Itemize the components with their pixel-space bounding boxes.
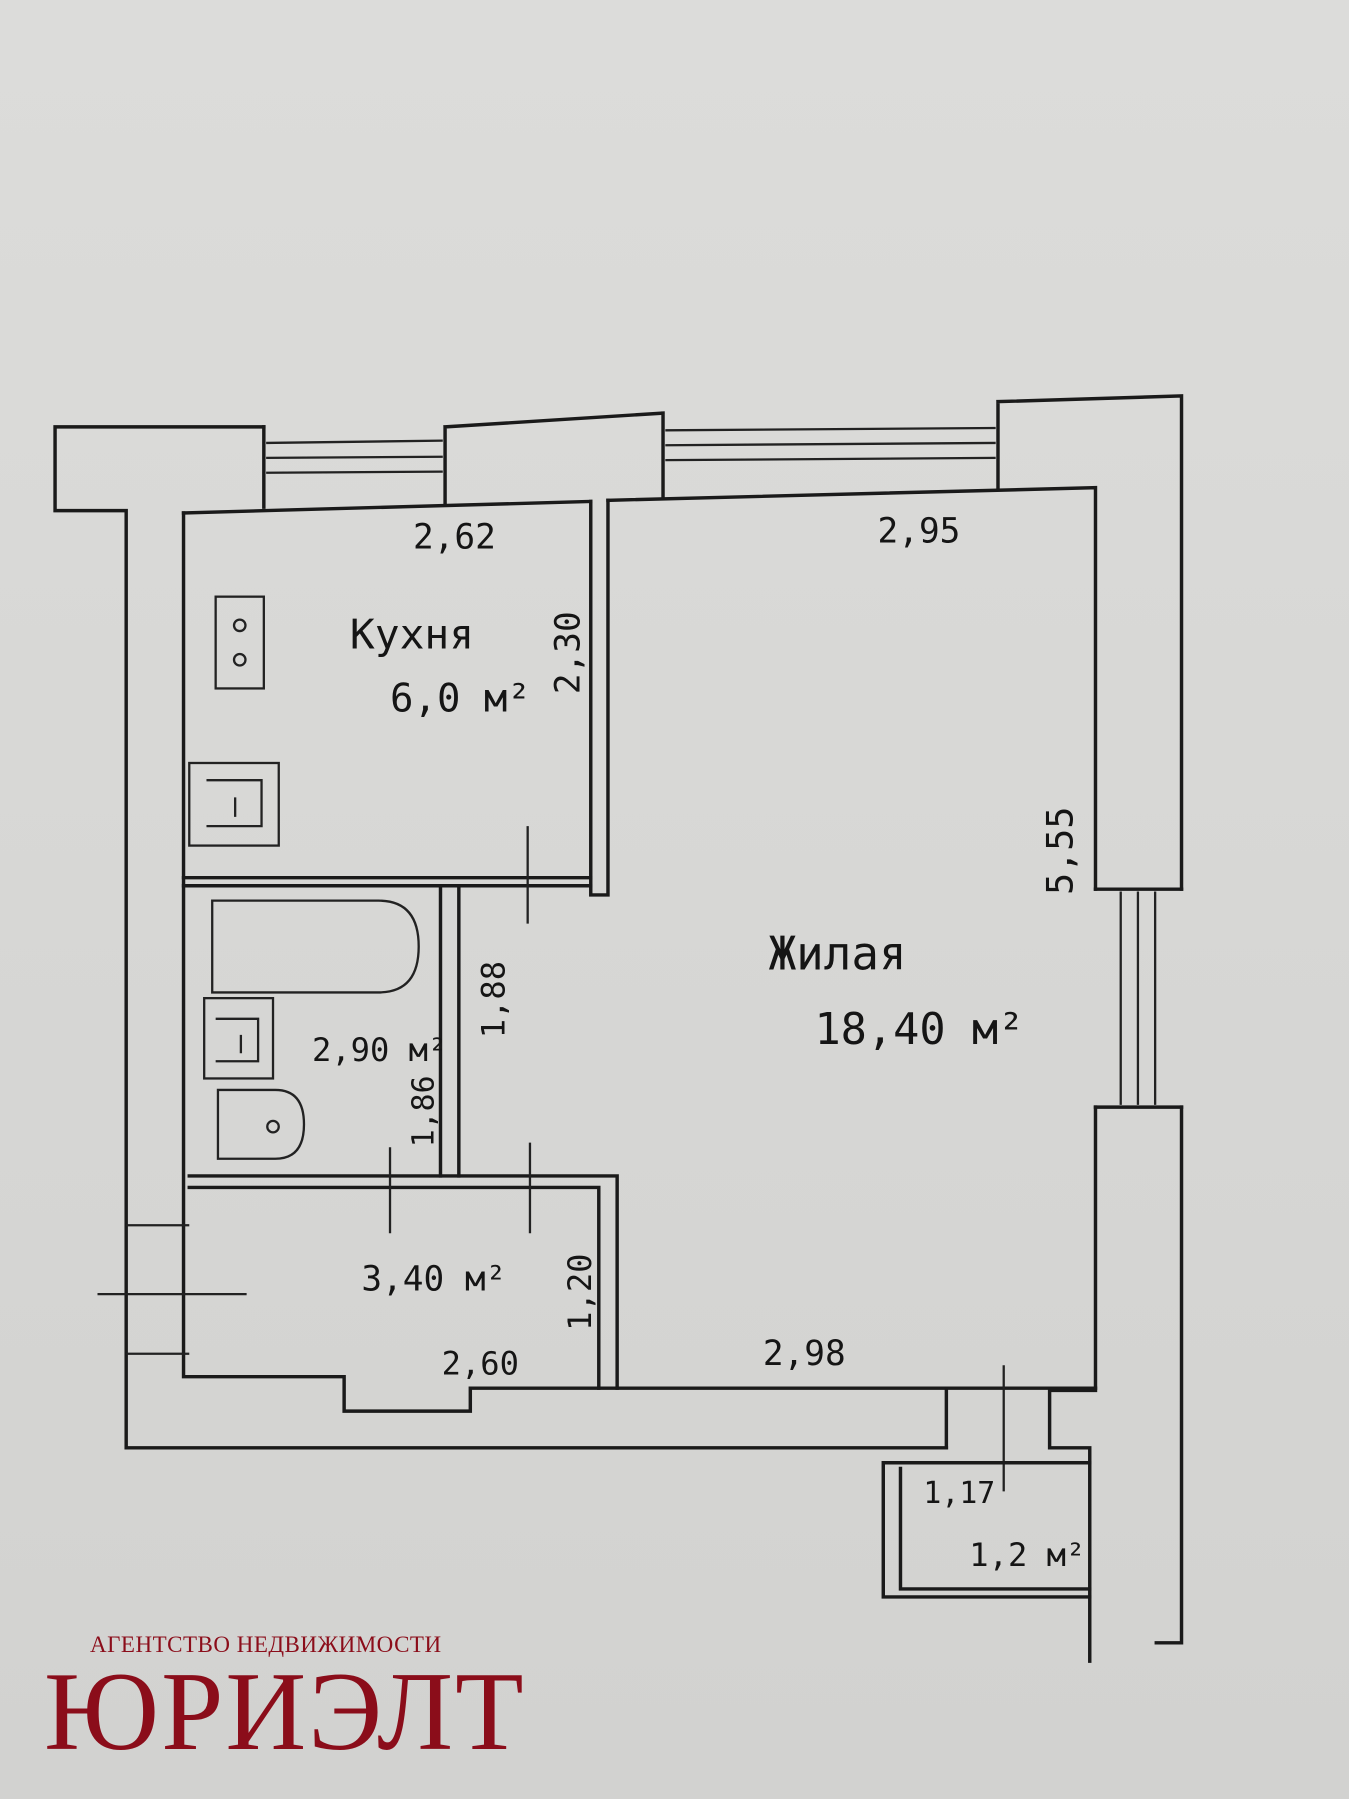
agency-subtitle: АГЕНТСТВО НЕДВИЖИМОСТИ — [90, 1632, 442, 1657]
kitchen-width: 2,62 — [413, 517, 496, 557]
bathtub-icon — [211, 899, 420, 994]
bathroom-area: 2,90 м² — [312, 1031, 447, 1069]
kitchen-name: Кухня — [350, 610, 474, 658]
agency-logo: ЮРИЭЛТ — [44, 1650, 526, 1774]
living-width-top: 2,95 — [878, 512, 961, 552]
hallway-area: 3,40 м² — [361, 1260, 506, 1300]
living-name: Жилая — [769, 926, 907, 980]
bathroom-dim-a: 1,88 — [475, 961, 513, 1038]
window-right — [1093, 887, 1184, 1109]
stove-icon — [214, 595, 265, 690]
inner-walls — [97, 485, 1098, 1492]
window-top-left — [266, 439, 443, 474]
living-width-bottom: 2,98 — [763, 1334, 846, 1374]
bathroom-dim-b: 1,86 — [407, 1075, 442, 1147]
balcony-area: 1,2 м² — [969, 1536, 1085, 1574]
hallway-depth: 1,20 — [561, 1253, 599, 1330]
window-top-right — [665, 426, 996, 462]
hallway-width: 2,60 — [442, 1344, 519, 1382]
toilet-icon — [216, 1088, 306, 1160]
kitchen-sink-icon — [188, 761, 280, 847]
kitchen-area: 6,0 м² — [390, 676, 531, 721]
outer-walls — [53, 394, 1184, 1663]
stove-burner-icon — [232, 618, 247, 633]
living-depth: 5,55 — [1039, 807, 1082, 895]
stove-burner-icon — [232, 652, 247, 667]
kitchen-depth: 2,30 — [548, 611, 588, 694]
bathroom-sink-icon — [203, 997, 275, 1080]
living-area: 18,40 м² — [814, 1005, 1024, 1055]
balcony-width: 1,17 — [923, 1476, 995, 1511]
balcony — [881, 1461, 1092, 1599]
